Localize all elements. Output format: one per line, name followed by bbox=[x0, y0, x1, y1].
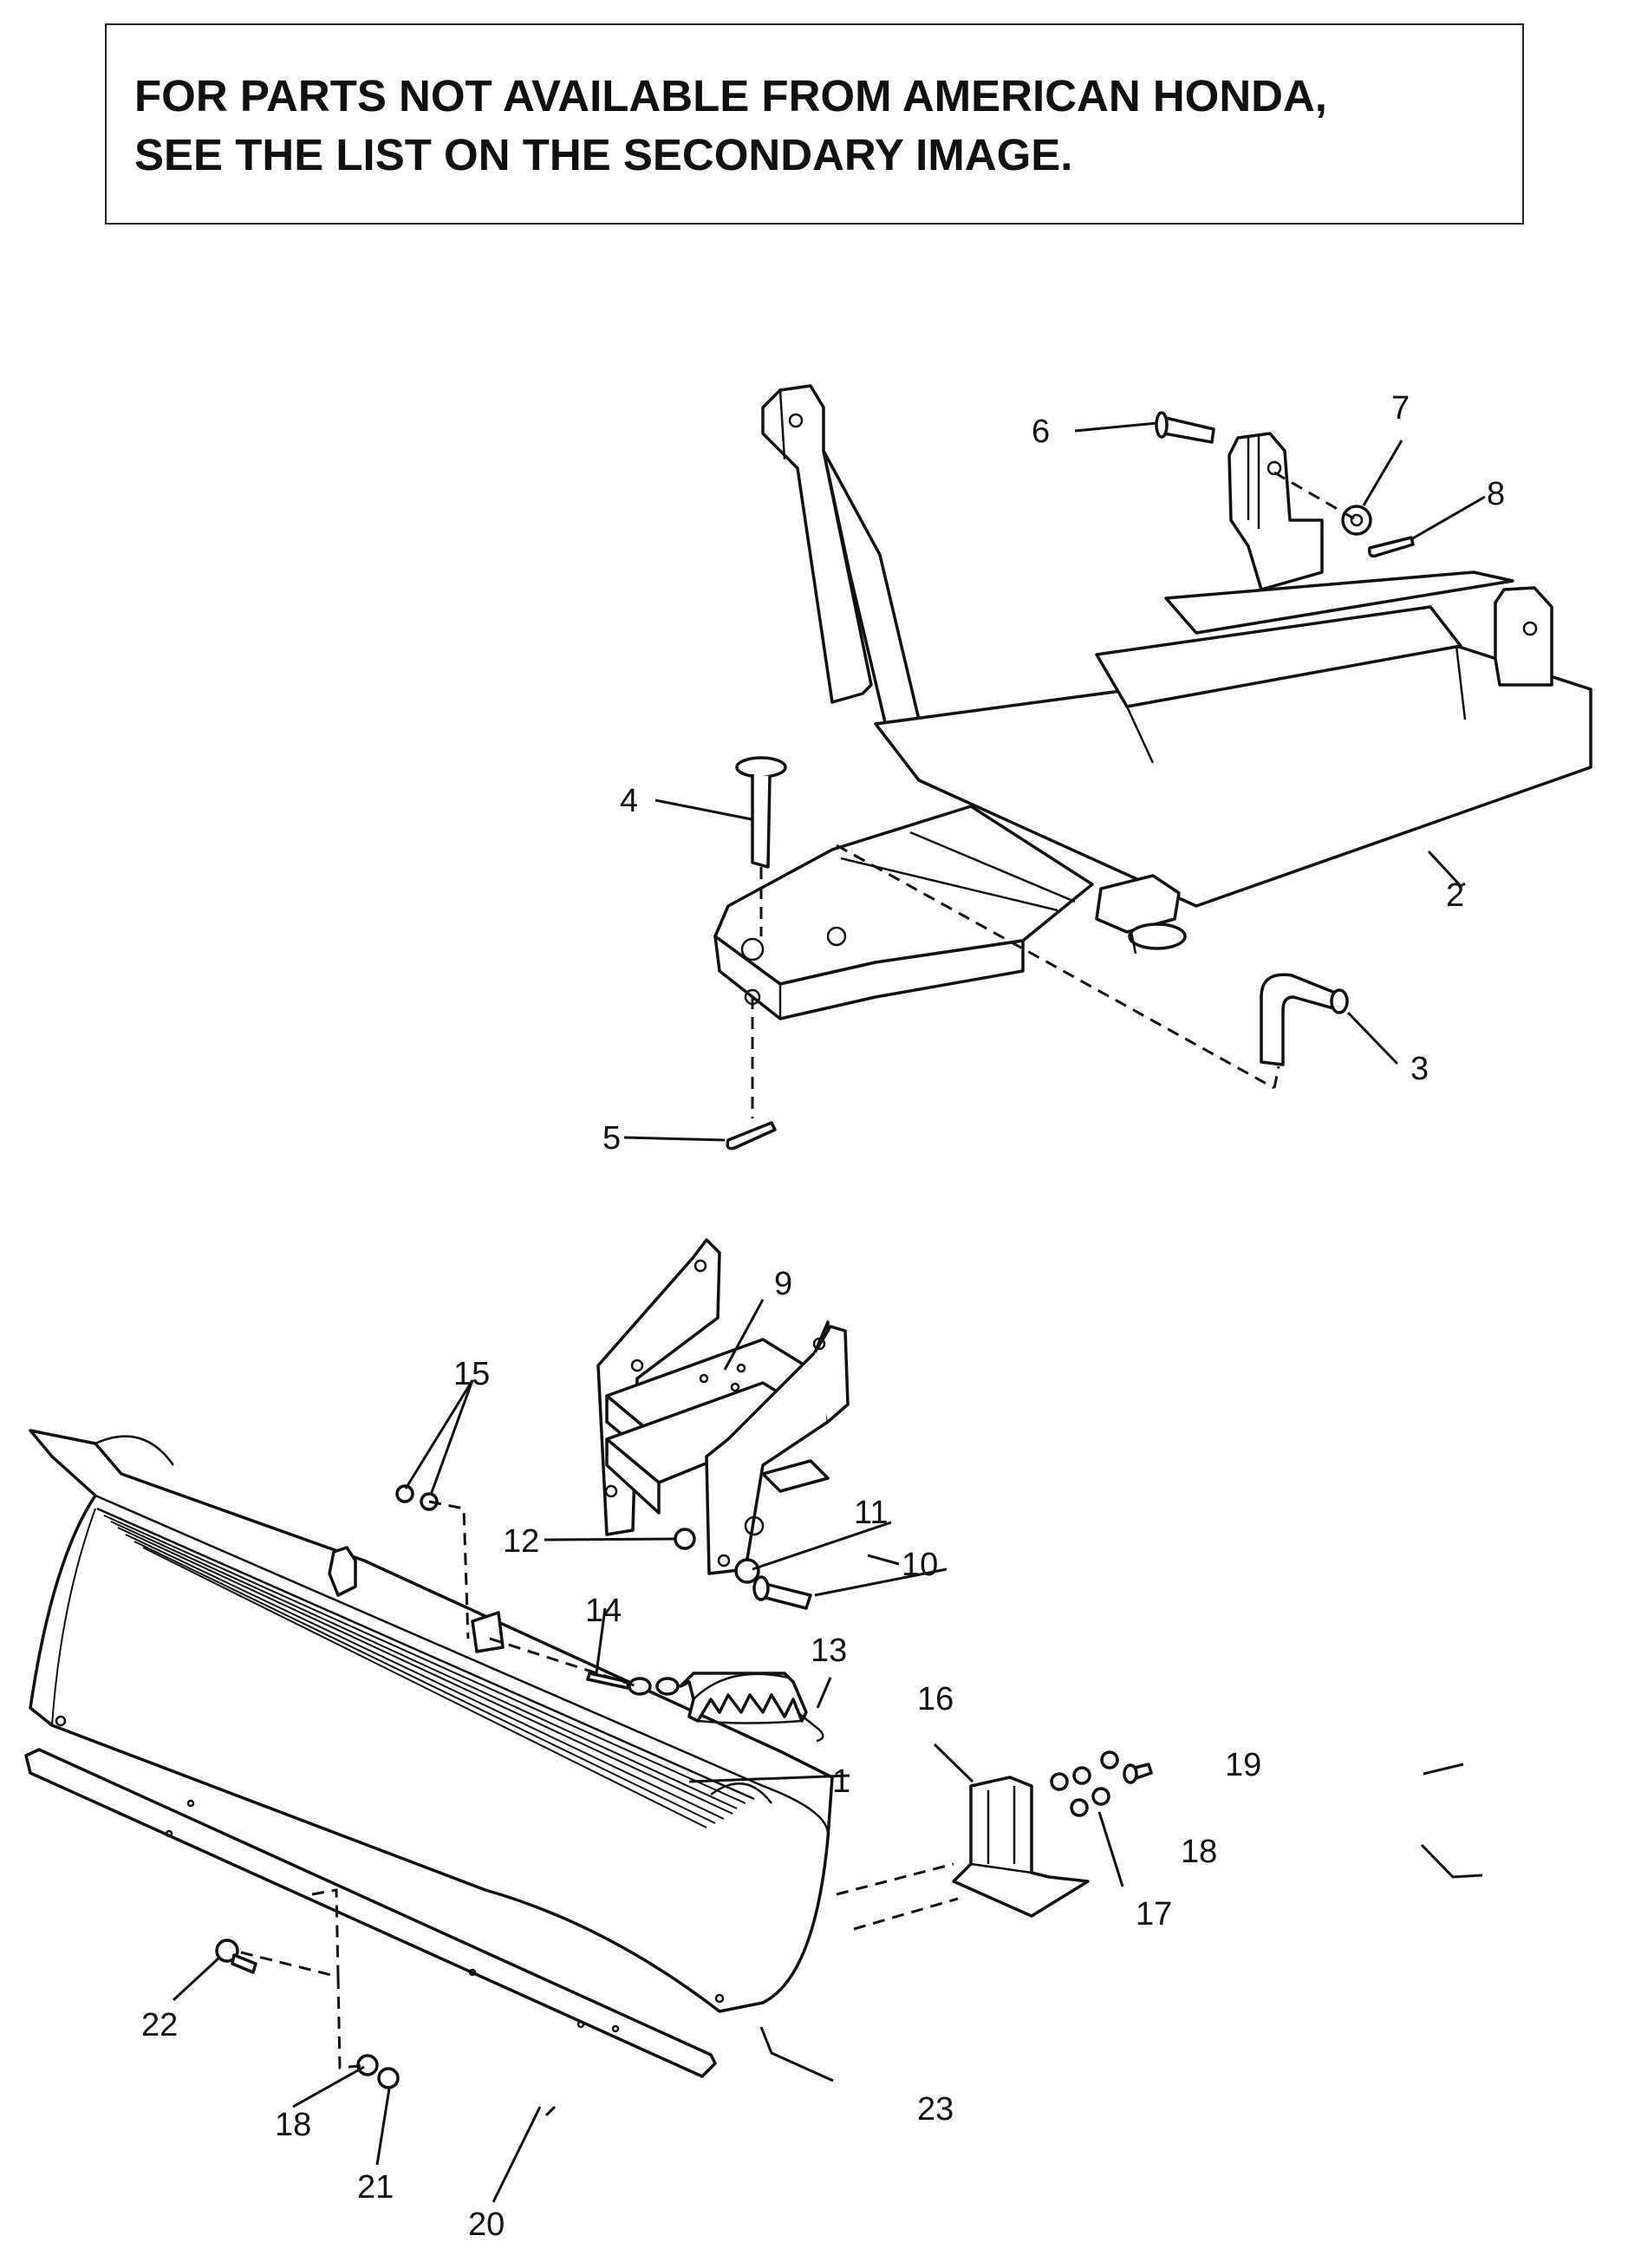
callout-19: 19 bbox=[1225, 1747, 1261, 1783]
eyebolt-part-14 bbox=[586, 1672, 652, 1696]
callout-15: 15 bbox=[453, 1356, 490, 1392]
hitch-pin-part-3 bbox=[1260, 973, 1349, 1066]
washer-part-17 bbox=[1070, 1798, 1089, 1817]
bolt-part-10 bbox=[752, 1575, 812, 1610]
a-frame-drawing bbox=[713, 384, 1592, 1020]
mount-bracket-part-9 bbox=[596, 1238, 850, 1575]
cutting-edge-part-20 bbox=[24, 1748, 717, 2078]
blade-part-1 bbox=[29, 1429, 834, 2013]
nut-part-21 bbox=[377, 2067, 400, 2089]
callout-7: 7 bbox=[1391, 390, 1410, 427]
pin-part-4 bbox=[735, 756, 787, 869]
callout-20: 20 bbox=[468, 2206, 505, 2243]
callout-12: 12 bbox=[503, 1523, 539, 1560]
clevis-pin-part-6 bbox=[1155, 411, 1215, 444]
callout-23: 23 bbox=[917, 2091, 954, 2128]
callout-3: 3 bbox=[1410, 1051, 1429, 1087]
callout-18-left: 18 bbox=[275, 2107, 311, 2143]
notice-box: FOR PARTS NOT AVAILABLE FROM AMERICAN HO… bbox=[105, 23, 1524, 225]
notice-line-1: FOR PARTS NOT AVAILABLE FROM AMERICAN HO… bbox=[134, 71, 1327, 121]
washer-part-17c bbox=[1072, 1766, 1091, 1785]
leader-lines bbox=[172, 421, 1486, 2203]
hairpin-part-8 bbox=[1367, 536, 1415, 558]
callout-21: 21 bbox=[357, 2169, 394, 2206]
callout-22: 22 bbox=[141, 2007, 178, 2043]
callout-8: 8 bbox=[1487, 476, 1505, 512]
nut-part-18b bbox=[1100, 1750, 1119, 1769]
callout-2: 2 bbox=[1446, 877, 1464, 914]
callout-14: 14 bbox=[585, 1593, 622, 1629]
callout-16: 16 bbox=[917, 1681, 954, 1717]
callout-1: 1 bbox=[832, 1763, 850, 1800]
spring-part-13 bbox=[655, 1672, 824, 1743]
callout-11: 11 bbox=[854, 1495, 888, 1531]
callout-6: 6 bbox=[1032, 414, 1050, 450]
nut-part-18-lower bbox=[356, 2054, 379, 2076]
notice-line-2: SEE THE LIST ON THE SECONDARY IMAGE. bbox=[134, 130, 1073, 179]
callout-4: 4 bbox=[620, 783, 638, 819]
callout-9: 9 bbox=[774, 1266, 792, 1302]
nut-part-18 bbox=[1091, 1787, 1110, 1806]
callout-10: 10 bbox=[902, 1547, 938, 1583]
callout-17: 17 bbox=[1136, 1896, 1172, 1932]
shoe-bracket-part-16 bbox=[952, 1776, 1090, 1918]
washer-part-11 bbox=[734, 1558, 760, 1584]
callout-13: 13 bbox=[811, 1633, 847, 1669]
nut-part-15a bbox=[395, 1484, 414, 1503]
bolt-part-19 bbox=[1123, 1763, 1153, 1784]
hairpin-part-5 bbox=[726, 1121, 777, 1150]
nut-part-12 bbox=[674, 1528, 696, 1550]
washer-part-7 bbox=[1341, 505, 1372, 536]
carriage-bolt-part-22 bbox=[215, 1939, 257, 1974]
washer-part-17b bbox=[1050, 1772, 1069, 1791]
callout-18-right: 18 bbox=[1181, 1834, 1217, 1870]
callout-5: 5 bbox=[602, 1120, 621, 1157]
